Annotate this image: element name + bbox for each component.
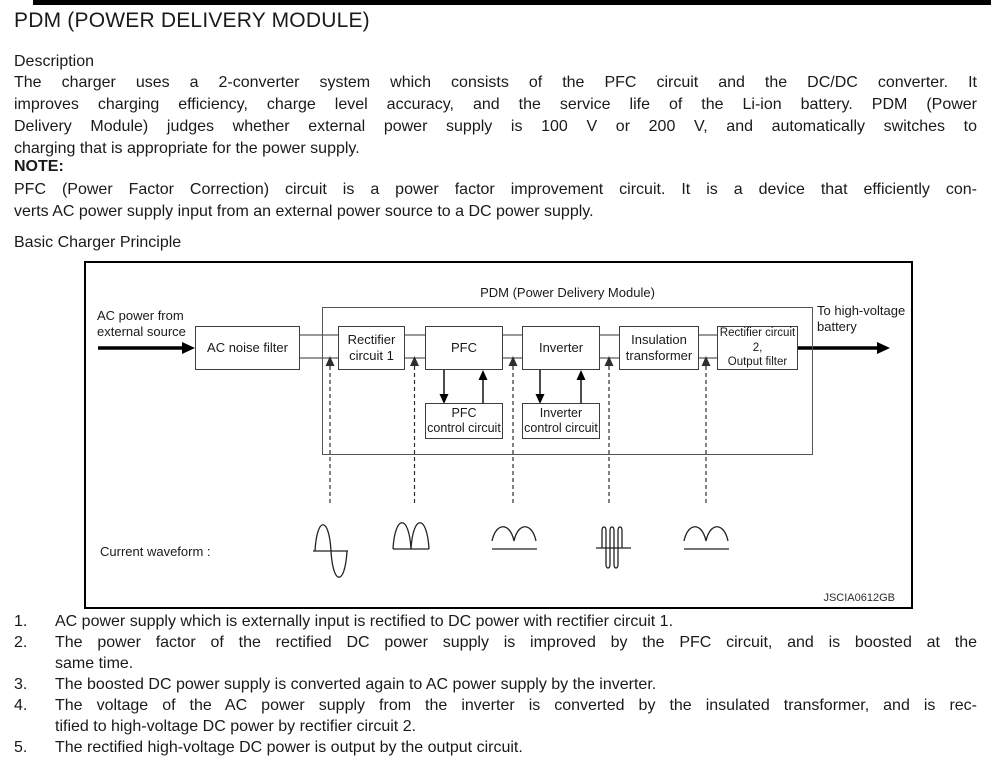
description-heading: Description	[14, 53, 95, 70]
step-item: 3. The boosted DC power supply is conver…	[14, 674, 977, 695]
output-battery-label: To high-voltage battery	[817, 303, 906, 334]
note-paragraph: PFC (Power Factor Correction) circuit is…	[14, 181, 977, 220]
step-number: 3.	[14, 676, 28, 693]
block-pfc-control-circuit: PFC control circuit	[425, 403, 503, 439]
rectified-humps-waveform-icon	[392, 522, 430, 550]
block-rectifier-circuit-1: Rectifier circuit 1	[338, 326, 405, 370]
block-inverter: Inverter	[522, 326, 600, 370]
description-paragraph: The charger uses a 2-converter system wh…	[14, 74, 977, 157]
input-arrow	[98, 342, 195, 354]
step-text: AC power supply which is externally inpu…	[55, 613, 674, 630]
pfc-control-arrows	[439, 370, 488, 404]
step-number: 4.	[14, 697, 28, 714]
output-arrow	[798, 342, 890, 354]
block-ac-noise-filter: AC noise filter	[195, 326, 300, 370]
high-frequency-ac-waveform-icon	[596, 526, 631, 569]
note-heading: NOTE:	[14, 158, 64, 175]
step-item: 1. AC power supply which is externally i…	[14, 611, 977, 632]
step-number: 1.	[14, 613, 28, 630]
step-number: 5.	[14, 739, 28, 756]
input-source-label: AC power from external source	[97, 308, 186, 339]
pdm-label: PDM (Power Delivery Module)	[480, 285, 655, 300]
block-pfc: PFC	[425, 326, 503, 370]
step-number: 2.	[14, 634, 28, 651]
ac-sine-waveform-icon	[313, 524, 348, 578]
step-text: The boosted DC power supply is converted…	[55, 676, 657, 693]
dc-ripple-waveform-icon	[683, 526, 729, 550]
page-title: PDM (POWER DELIVERY MODULE)	[14, 9, 370, 32]
block-inverter-control-circuit: Inverter control circuit	[522, 403, 600, 439]
step-item: 2. The power factor of the rectified DC …	[14, 632, 977, 674]
step-item: 4. The voltage of the AC power supply fr…	[14, 695, 977, 737]
figure-heading: Basic Charger Principle	[14, 234, 182, 251]
figure-id: JSCIA0612GB	[823, 592, 895, 604]
dc-ripple-waveform-icon	[491, 526, 537, 550]
step-text: The voltage of the AC power supply from …	[55, 697, 977, 735]
step-text: The power factor of the rectified DC pow…	[55, 634, 977, 672]
process-steps: 1. AC power supply which is externally i…	[14, 611, 977, 758]
pdm-boundary-box	[322, 307, 813, 455]
block-rectifier-circuit-2-output-filter: Rectifier circuit 2, Output filter	[717, 326, 798, 370]
charger-principle-figure: PDM (Power Delivery Module) AC power fro…	[84, 261, 913, 609]
top-rule-bar	[33, 0, 991, 5]
block-insulation-transformer: Insulation transformer	[619, 326, 699, 370]
current-waveform-label: Current waveform :	[100, 544, 211, 559]
step-text: The rectified high-voltage DC power is o…	[55, 739, 523, 756]
inverter-control-arrows	[535, 370, 586, 404]
step-item: 5. The rectified high-voltage DC power i…	[14, 737, 977, 758]
signal-tap-dashed-lines	[325, 356, 711, 505]
